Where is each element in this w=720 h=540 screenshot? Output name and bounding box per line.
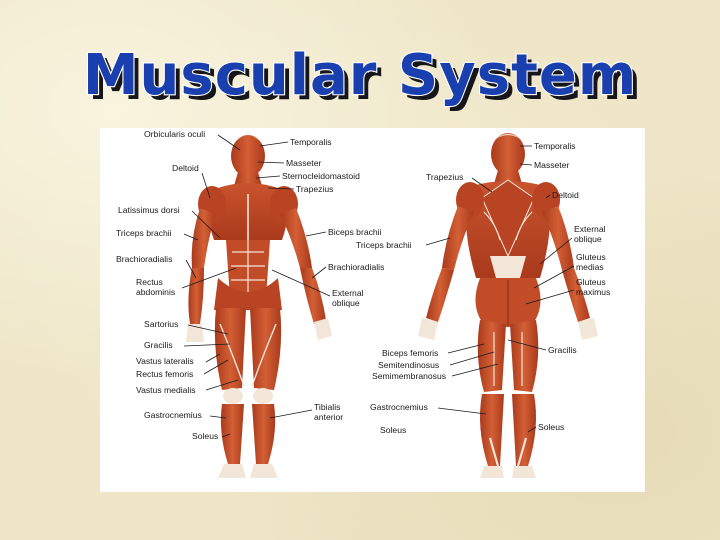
label-gastrocnemius-front: Gastrocnemius [144, 410, 202, 420]
label-biceps-brachii: Biceps brachii [328, 227, 382, 237]
label-external-oblique-front-1: External [332, 288, 364, 298]
label-trapezius-back: Trapezius [426, 172, 463, 182]
label-gracilis-back: Gracilis [548, 345, 577, 355]
back-figure [418, 133, 598, 478]
label-sartorius: Sartorius [144, 319, 178, 329]
label-triceps-brachii-front: Triceps brachii [116, 228, 172, 238]
label-external-oblique-back-1: External [574, 224, 606, 234]
slide-title: Muscular System Muscular System [0, 34, 720, 114]
title-text: Muscular System [83, 43, 637, 108]
label-external-oblique-back-2: oblique [574, 234, 602, 244]
label-soleus-back-right: Soleus [538, 422, 564, 432]
back-head [491, 133, 525, 175]
label-tibialis-anterior-2: anterior [314, 412, 343, 422]
label-gluteus-maximus-1: Gluteus [576, 277, 606, 287]
front-labels: Orbicularis oculi Temporalis Deltoid Mas… [116, 129, 384, 441]
label-gluteus-medius-2: medias [576, 262, 604, 272]
label-latissimus-dorsi: Latissimus dorsi [118, 205, 180, 215]
title-shadow: Muscular System [88, 48, 642, 113]
label-semitendinosus: Semitendinosus [378, 360, 439, 370]
label-gluteus-medius-1: Gluteus [576, 252, 606, 262]
label-sternocleidomastoid: Sternocleidomastoid [282, 171, 360, 181]
label-brachioradialis-right: Brachioradialis [328, 262, 384, 272]
label-external-oblique-front-2: oblique [332, 298, 360, 308]
label-rectus-femoris: Rectus femoris [136, 369, 193, 379]
label-soleus-front: Soleus [192, 431, 218, 441]
label-deltoid-front: Deltoid [172, 163, 199, 173]
label-triceps-brachii-back: Triceps brachii [356, 240, 412, 250]
label-vastus-medialis: Vastus medialis [136, 385, 196, 395]
front-figure [186, 135, 332, 478]
label-gluteus-maximus-2: maximus [576, 287, 610, 297]
label-gastrocnemius-back: Gastrocnemius [370, 402, 428, 412]
anatomy-diagram: Orbicularis oculi Temporalis Deltoid Mas… [100, 128, 645, 492]
label-masseter-front: Masseter [286, 158, 321, 168]
label-rectus-abdominis-1: Rectus [136, 277, 163, 287]
label-brachioradialis-left: Brachioradialis [116, 254, 172, 264]
label-semimembranosus: Semimembranosus [372, 371, 446, 381]
label-orbicularis-oculi: Orbicularis oculi [144, 129, 205, 139]
label-deltoid-back: Deltoid [552, 190, 579, 200]
label-temporalis-front: Temporalis [290, 137, 332, 147]
label-gracilis-front: Gracilis [144, 340, 173, 350]
label-biceps-femoris: Biceps femoris [382, 348, 438, 358]
back-labels: Temporalis Masseter Trapezius Deltoid Ex… [356, 141, 610, 435]
label-masseter-back: Masseter [534, 160, 569, 170]
label-trapezius-front: Trapezius [296, 184, 333, 194]
label-soleus-back-left: Soleus [380, 425, 406, 435]
label-tibialis-anterior-1: Tibialis [314, 402, 340, 412]
front-head [231, 135, 265, 177]
label-temporalis-back: Temporalis [534, 141, 576, 151]
label-vastus-lateralis: Vastus lateralis [136, 356, 194, 366]
label-rectus-abdominis-2: abdominis [136, 287, 175, 297]
